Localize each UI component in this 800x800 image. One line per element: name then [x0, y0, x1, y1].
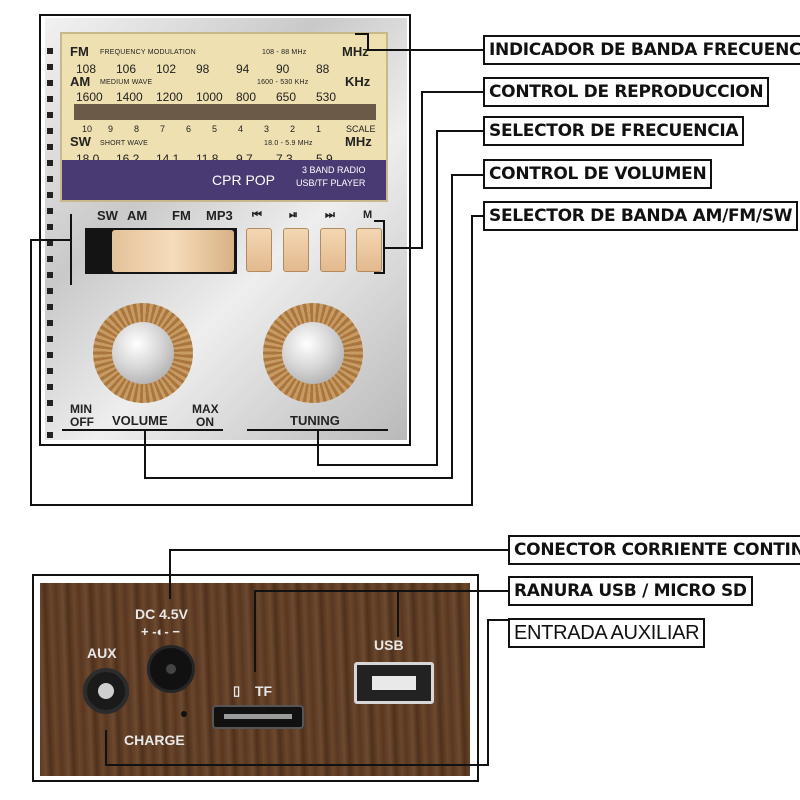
mode-label-sw: SW — [97, 208, 118, 223]
callout-band-indicator: INDICADOR DE BANDA FRECUENCIA — [483, 35, 800, 65]
mode-button[interactable] — [356, 228, 382, 272]
scale-tick-8: 2 — [290, 124, 296, 134]
callout-usb-sd-slot: RANURA USB / MICRO SD — [508, 576, 753, 606]
brand-name: CPR POP — [212, 172, 276, 188]
next-glyph: ⏭ — [325, 209, 335, 221]
dc-polarity: + -◐- − — [141, 624, 180, 639]
usb-port-tongue — [372, 676, 416, 690]
callout-frequency-selector: SELECTOR DE FRECUENCIA — [483, 116, 745, 146]
volume-max-label: MAX — [192, 402, 219, 416]
callout-aux-input: ENTRADA AUXILIAR — [508, 618, 706, 648]
scale-tick-0: 10 — [82, 124, 93, 134]
fm-tick-5: 90 — [276, 62, 290, 76]
play-pause-glyph: ⏯ — [289, 209, 298, 221]
tf-slot-opening — [224, 714, 292, 719]
mode-label-fm: FM — [172, 208, 191, 223]
fm-band-name: FREQUENCY MODULATION — [100, 49, 196, 56]
am-unit: KHz — [345, 74, 371, 89]
callout-band-selector: SELECTOR DE BANDA AM/FM/SW — [483, 201, 799, 231]
scale-tick-4: 6 — [186, 124, 192, 134]
dc-label: DC 4.5V — [135, 606, 188, 622]
fm-range: 108 - 88 MHz — [262, 49, 307, 56]
aux-label: AUX — [87, 645, 117, 661]
am-tick-0: 1600 — [76, 90, 103, 104]
band-selector-slider[interactable] — [112, 230, 234, 272]
usb-label: USB — [374, 637, 404, 653]
tuning-knob-cap — [282, 322, 344, 384]
sd-card-icon: ▯ — [233, 683, 241, 698]
tuning-label: TUNING — [290, 413, 340, 428]
volume-knob-cap — [112, 322, 174, 384]
dial-pointer-strip — [74, 104, 376, 120]
am-tick-4: 800 — [236, 90, 257, 104]
volume-label: VOLUME — [112, 413, 168, 428]
frequency-dial: FM FREQUENCY MODULATION 108 - 88 MHz MHz… — [60, 32, 388, 202]
fm-tick-1: 106 — [116, 62, 137, 76]
mode-label-am: AM — [127, 208, 148, 223]
volume-off-label: OFF — [70, 415, 94, 429]
prev-glyph: ⏮ — [252, 209, 262, 221]
fm-tick-6: 88 — [316, 62, 330, 76]
fm-band-label: FM — [70, 44, 89, 59]
brand-subtitle-2: USB/TF PLAYER — [296, 178, 366, 188]
scale-label: SCALE — [346, 124, 376, 134]
aux-jack-core — [98, 683, 114, 699]
callout-playback-control: CONTROL DE REPRODUCCION — [483, 77, 770, 107]
am-tick-6: 530 — [316, 90, 337, 104]
am-tick-1: 1400 — [116, 90, 143, 104]
brand-subtitle-1: 3 BAND RADIO — [302, 165, 366, 175]
am-tick-5: 650 — [276, 90, 297, 104]
sw-band-label: SW — [70, 134, 91, 149]
am-range: 1600 - 530 KHz — [257, 79, 309, 86]
am-band-label: AM — [70, 74, 91, 89]
mode-label-mp3: MP3 — [206, 208, 233, 223]
fm-tick-0: 108 — [76, 62, 97, 76]
scale-tick-9: 1 — [316, 124, 322, 134]
next-button[interactable] — [320, 228, 346, 272]
scale-tick-2: 8 — [134, 124, 140, 134]
charge-label: CHARGE — [124, 732, 185, 748]
prev-button[interactable] — [246, 228, 272, 272]
sw-unit: MHz — [345, 134, 372, 149]
usb-port[interactable] — [354, 662, 434, 704]
scale-tick-6: 4 — [238, 124, 244, 134]
brand-band: CPR POP 3 BAND RADIO USB/TF PLAYER — [62, 160, 386, 200]
am-tick-3: 1000 — [196, 90, 223, 104]
mode-glyph: M — [363, 209, 373, 221]
play-pause-button[interactable] — [283, 228, 309, 272]
fm-unit: MHz — [342, 44, 369, 59]
scale-tick-3: 7 — [160, 124, 166, 134]
am-band-name: MEDIUM WAVE — [100, 79, 153, 86]
fm-tick-2: 102 — [156, 62, 177, 76]
callout-dc-connector: CONECTOR CORRIENTE CONTINUA — [508, 535, 800, 565]
sw-band-name: SHORT WAVE — [100, 140, 149, 147]
fm-tick-3: 98 — [196, 62, 210, 76]
volume-min-label: MIN — [70, 402, 92, 416]
am-tick-2: 1200 — [156, 90, 183, 104]
scale-tick-7: 3 — [264, 124, 270, 134]
tf-label: TF — [255, 683, 273, 699]
volume-on-label: ON — [196, 415, 214, 429]
sw-range: 18.0 - 5.9 MHz — [264, 140, 313, 147]
scale-tick-5: 5 — [212, 124, 218, 134]
charge-led — [181, 711, 187, 717]
callout-volume-control: CONTROL DE VOLUMEN — [483, 159, 713, 189]
scale-tick-1: 9 — [108, 124, 114, 134]
speaker-grill — [47, 48, 53, 438]
dc-jack-pin — [166, 664, 176, 674]
fm-tick-4: 94 — [236, 62, 250, 76]
